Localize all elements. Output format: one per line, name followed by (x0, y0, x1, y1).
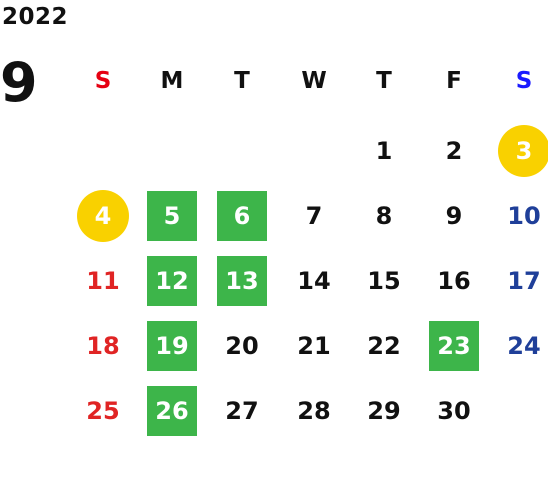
day-cell-1[interactable]: 1 (375, 137, 393, 165)
day-cell-20[interactable]: 20 (225, 332, 259, 360)
day-cell-24[interactable]: 24 (507, 332, 541, 360)
day-cell-23[interactable]: 23 (429, 321, 479, 371)
calendar-year: 2022 (2, 4, 69, 30)
day-cell-10[interactable]: 10 (507, 202, 541, 230)
day-cell-17[interactable]: 17 (507, 267, 541, 295)
weekday-tue: T (234, 68, 250, 94)
weekday-sat: S (515, 68, 533, 94)
weekday-mon: M (160, 68, 184, 94)
day-cell-3[interactable]: 3 (498, 125, 548, 177)
day-cell-25[interactable]: 25 (86, 397, 120, 425)
day-cell-27[interactable]: 27 (225, 397, 259, 425)
weekday-fri: F (446, 68, 462, 94)
day-cell-22[interactable]: 22 (367, 332, 401, 360)
day-cell-7[interactable]: 7 (305, 202, 323, 230)
day-cell-14[interactable]: 14 (297, 267, 331, 295)
day-cell-21[interactable]: 21 (297, 332, 331, 360)
day-cell-8[interactable]: 8 (375, 202, 393, 230)
day-cell-16[interactable]: 16 (437, 267, 471, 295)
day-cell-15[interactable]: 15 (367, 267, 401, 295)
day-cell-19[interactable]: 19 (147, 321, 197, 371)
day-cell-12[interactable]: 12 (147, 256, 197, 306)
day-cell-6[interactable]: 6 (217, 191, 267, 241)
weekday-thu: T (376, 68, 392, 94)
day-cell-9[interactable]: 9 (445, 202, 463, 230)
weekday-wed: W (301, 68, 327, 94)
day-cell-28[interactable]: 28 (297, 397, 331, 425)
day-cell-4[interactable]: 4 (77, 190, 129, 242)
weekday-sun: S (94, 68, 112, 94)
day-cell-30[interactable]: 30 (437, 397, 471, 425)
day-cell-11[interactable]: 11 (86, 267, 120, 295)
day-cell-5[interactable]: 5 (147, 191, 197, 241)
day-cell-13[interactable]: 13 (217, 256, 267, 306)
calendar-month: 9 (0, 51, 38, 114)
day-cell-2[interactable]: 2 (445, 137, 463, 165)
day-cell-26[interactable]: 26 (147, 386, 197, 436)
day-cell-29[interactable]: 29 (367, 397, 401, 425)
day-cell-18[interactable]: 18 (86, 332, 120, 360)
